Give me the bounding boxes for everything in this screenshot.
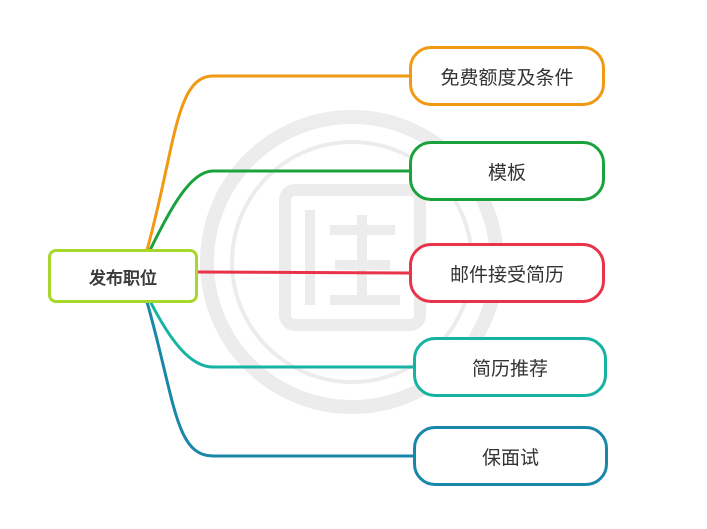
root-node-label: 发布职位 xyxy=(89,268,157,289)
connector-branch-4 xyxy=(148,299,415,369)
branch-node[interactable]: 邮件接受简历 xyxy=(409,243,605,303)
root-node[interactable]: 发布职位 xyxy=(48,249,198,303)
branch-node-label: 保面试 xyxy=(481,446,539,469)
branch-node-label: 免费额度及条件 xyxy=(440,66,574,89)
branch-node[interactable]: 模板 xyxy=(409,141,605,201)
branch-node[interactable]: 免费额度及条件 xyxy=(409,46,605,106)
connector-branch-2 xyxy=(148,169,411,252)
connector-branch-3 xyxy=(196,270,411,275)
connector-branch-1 xyxy=(145,74,411,252)
branch-node-label: 邮件接受简历 xyxy=(449,263,564,286)
branch-node-label: 简历推荐 xyxy=(471,357,548,380)
branch-node[interactable]: 保面试 xyxy=(413,426,608,486)
connector-branch-5 xyxy=(145,300,415,458)
branch-node-label: 模板 xyxy=(487,161,526,184)
branch-node[interactable]: 简历推荐 xyxy=(413,337,607,397)
